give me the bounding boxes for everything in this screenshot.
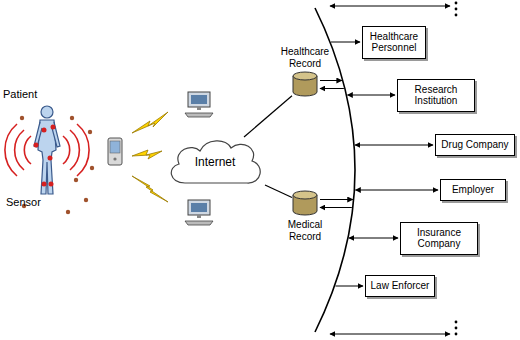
ellipsis-dots [455, 2, 458, 336]
cylinder-shape [292, 71, 318, 98]
access-arrow [320, 199, 353, 200]
node-text: Internet [195, 155, 236, 169]
cylinder-shape [292, 190, 318, 217]
stakeholder-box: Law Enforcer [365, 275, 435, 297]
node-text: Insurance Company [404, 227, 474, 250]
access-arrow [355, 190, 438, 191]
stakeholder-box: Employer [440, 179, 506, 201]
network-cloud: Internet [165, 137, 265, 187]
sensor-dots [34, 125, 56, 187]
connector-line [265, 185, 292, 197]
database-cylinder: Healthcare Record [276, 46, 334, 100]
patient-figure [34, 106, 60, 194]
stakeholder-box: Insurance Company [400, 222, 478, 255]
access-arrow [355, 145, 433, 146]
stakeholder-box: Drug Company [435, 134, 515, 156]
access-arrow [331, 42, 360, 43]
node-text: Research Institution [401, 84, 471, 107]
node-text: Healthcare Record [276, 46, 334, 69]
node-text: Employer [444, 184, 502, 196]
computer-icon [185, 200, 213, 225]
lightning-bolts [132, 112, 168, 202]
sensor-label: Sensor [6, 196, 41, 208]
computer-icon [185, 92, 213, 117]
access-arrow [320, 207, 352, 208]
connector-line [244, 96, 292, 137]
access-arrow [347, 95, 395, 96]
node-text: Medical Record [276, 219, 334, 242]
patient-label: Patient [3, 88, 37, 100]
access-arrow [349, 238, 398, 239]
access-arrow [320, 88, 344, 89]
node-text: Drug Company [439, 139, 511, 151]
phone-icon [108, 138, 122, 165]
stakeholder-box: Healthcare Personnel [362, 26, 426, 59]
database-cylinder: Medical Record [276, 188, 334, 242]
node-text: Law Enforcer [369, 280, 431, 292]
node-text: Healthcare Personnel [366, 31, 422, 54]
access-arrow [320, 80, 342, 81]
more-arrow [330, 6, 450, 7]
stakeholder-box: Research Institution [397, 79, 475, 112]
access-arrow [335, 286, 363, 287]
more-arrow [330, 334, 450, 335]
